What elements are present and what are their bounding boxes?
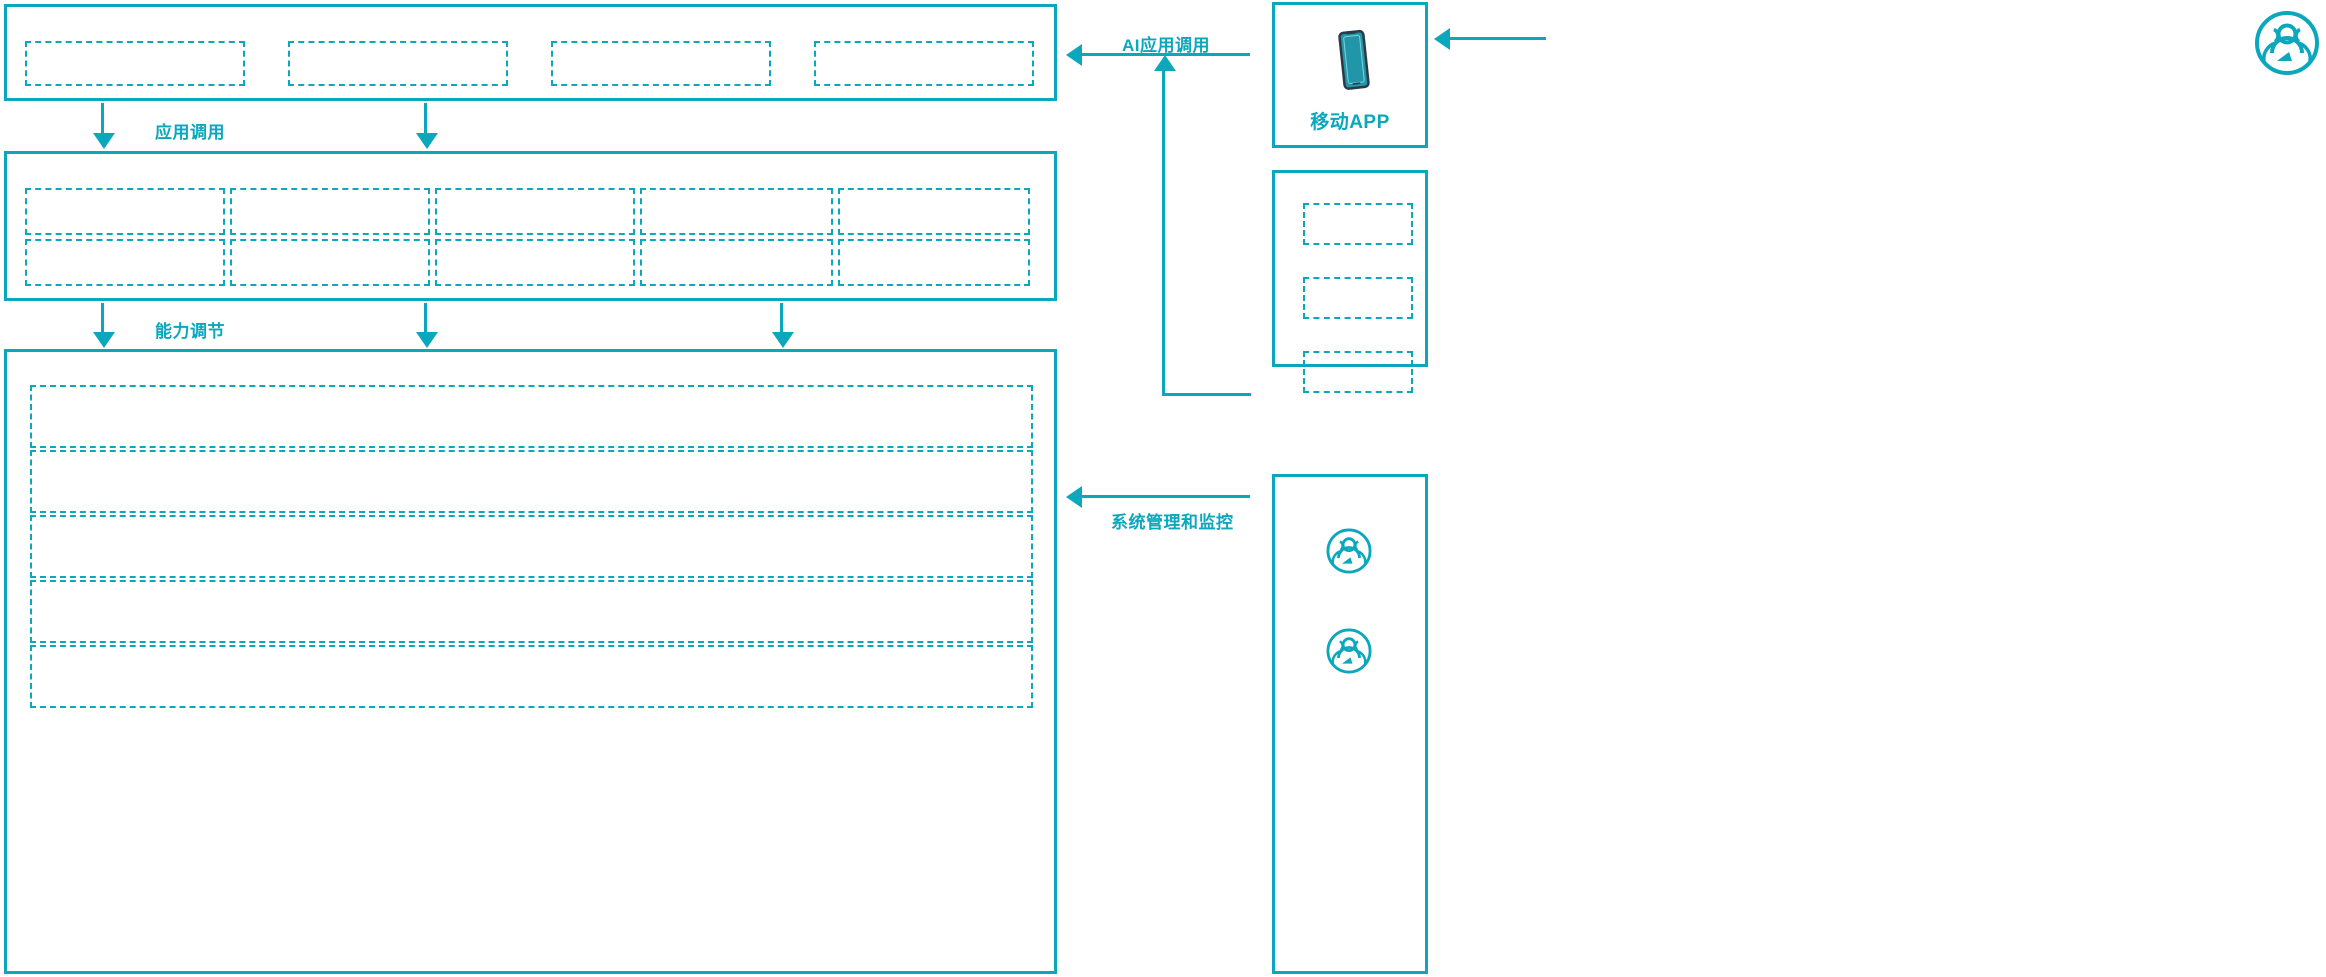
mobile-phone-icon xyxy=(1329,27,1377,98)
user-group-icon-1 xyxy=(1323,525,1375,582)
system-management-arrow xyxy=(1066,486,1082,508)
application-call-line-right xyxy=(424,103,427,138)
infrastructure-layer-panel xyxy=(4,349,1057,974)
capability-adjust-arrow-2 xyxy=(416,332,438,348)
capability-adjust-line-2 xyxy=(424,303,427,338)
infrastructure-strip-1[interactable] xyxy=(30,385,1033,448)
capability-box-r1c2[interactable] xyxy=(230,188,430,235)
users-panel xyxy=(1272,474,1428,974)
module-to-ai-call-foot xyxy=(1162,393,1251,396)
application-call-arrow-right xyxy=(416,133,438,149)
capability-adjust-line-1 xyxy=(101,303,104,338)
mobile-app-panel: 移动APP xyxy=(1272,2,1428,148)
module-list-panel xyxy=(1272,170,1428,393)
capability-adjust-line-3 xyxy=(780,303,783,338)
system-management-line xyxy=(1079,495,1250,498)
module-to-ai-call-arrow xyxy=(1154,55,1176,71)
application-call-arrow-left xyxy=(93,133,115,149)
infrastructure-strip-3[interactable] xyxy=(30,515,1033,578)
module-box-3[interactable] xyxy=(1303,351,1413,393)
infrastructure-strip-5[interactable] xyxy=(30,645,1033,708)
ai-application-call-label: AI应用调用 xyxy=(1122,36,1210,55)
module-to-ai-call-riser xyxy=(1162,66,1165,396)
capability-box-r1c3[interactable] xyxy=(435,188,635,235)
capability-box-r2c4[interactable] xyxy=(640,239,833,286)
external-user-to-app-line xyxy=(1448,37,1546,40)
system-management-label: 系统管理和监控 xyxy=(1111,513,1234,532)
application-box-3[interactable] xyxy=(551,41,771,86)
capability-box-r2c2[interactable] xyxy=(230,239,430,286)
application-call-label: 应用调用 xyxy=(155,123,225,142)
application-box-1[interactable] xyxy=(25,41,245,86)
capability-box-r1c1[interactable] xyxy=(25,188,225,235)
capability-box-r2c3[interactable] xyxy=(435,239,635,286)
capability-adjust-arrow-1 xyxy=(93,332,115,348)
infrastructure-strip-4[interactable] xyxy=(30,580,1033,643)
capability-adjust-arrow-3 xyxy=(772,332,794,348)
mobile-app-caption: 移动APP xyxy=(1310,112,1390,133)
capability-layer-panel xyxy=(4,151,1057,301)
capability-box-r1c4[interactable] xyxy=(640,188,833,235)
ai-application-call-arrow xyxy=(1066,44,1082,66)
application-layer-panel xyxy=(4,4,1057,101)
infrastructure-strip-2[interactable] xyxy=(30,450,1033,513)
application-call-line-left xyxy=(101,103,104,138)
module-box-2[interactable] xyxy=(1303,277,1413,319)
capability-box-r2c5[interactable] xyxy=(838,239,1030,286)
application-box-2[interactable] xyxy=(288,41,508,86)
capability-box-r2c1[interactable] xyxy=(25,239,225,286)
ai-application-call-line xyxy=(1079,53,1250,56)
user-group-icon-2 xyxy=(1323,625,1375,682)
external-user-group-icon xyxy=(2250,6,2324,85)
external-user-to-app-arrow xyxy=(1434,28,1450,50)
application-box-4[interactable] xyxy=(814,41,1034,86)
capability-adjust-label: 能力调节 xyxy=(155,322,225,341)
capability-box-r1c5[interactable] xyxy=(838,188,1030,235)
module-box-1[interactable] xyxy=(1303,203,1413,245)
